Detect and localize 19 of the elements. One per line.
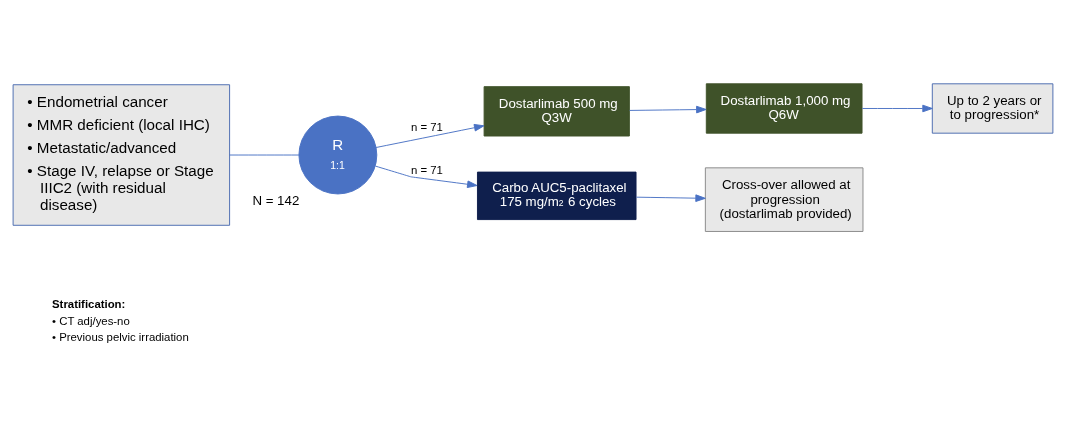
node-box: Cross-over allowed at progression (dostarlimab provided) — [704, 167, 864, 232]
node-label: N = 142 — [252, 192, 300, 208]
arrow — [374, 165, 478, 189]
label: • CT adj/yes-no — [52, 314, 130, 327]
arrow — [629, 105, 707, 114]
edge-label: n = 71 — [410, 120, 443, 133]
node-box: Dostarlimab 1,000 mg Q6W — [705, 83, 863, 134]
node-box: Up to 2 years or to progression* — [931, 83, 1054, 134]
label: • Previous pelvic irradiation — [52, 330, 189, 343]
node-box: • Endometrial cancer • MMR deficient (local IHC) • Metastatic/advanced • Stage IV, relapse or Stage IIIC2 (with residual disease) — [12, 84, 231, 226]
node-box: Dostarlimab 500 mg Q3W — [483, 86, 630, 137]
arrow — [861, 104, 933, 113]
connector — [229, 154, 300, 156]
node-circle: R 1:1 — [298, 115, 378, 195]
node-box: Carbo AUC5-paclitaxel 175 mg/m2 6 cycles — [477, 171, 637, 221]
arrow — [635, 194, 706, 202]
label: Stratification: — [52, 297, 126, 310]
edge-label: n = 71 — [410, 163, 443, 176]
arrow — [375, 123, 485, 148]
